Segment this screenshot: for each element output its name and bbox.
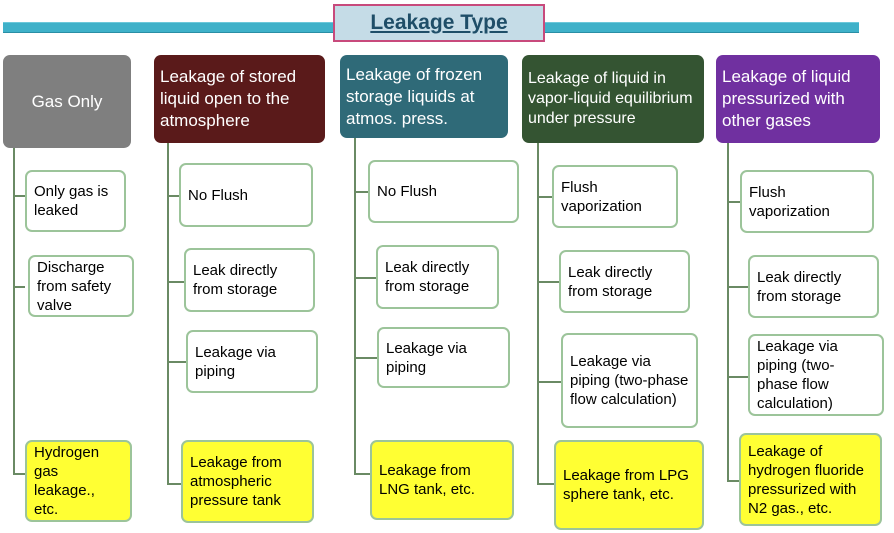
connector-line (727, 376, 748, 378)
item-box: Leakage from LPG sphere tank, etc. (554, 440, 704, 530)
diagram-title: Leakage Type (333, 4, 545, 42)
connector-line (537, 483, 554, 485)
connector-line (13, 195, 25, 197)
connector-line (167, 281, 184, 283)
item-box: Flush vaporization (552, 165, 678, 228)
connector-line (727, 201, 740, 203)
connector-line (13, 286, 25, 288)
connector-line (167, 361, 186, 363)
item-box: No Flush (179, 163, 313, 227)
item-box: Leakage via piping (377, 327, 510, 388)
item-box: Flush vaporization (740, 170, 874, 233)
connector-line (354, 473, 370, 475)
item-box: No Flush (368, 160, 519, 223)
connector-line (167, 195, 179, 197)
connector-line (354, 357, 377, 359)
connector-line (13, 473, 25, 475)
connector-line (354, 138, 356, 474)
item-box: Leak directly from storage (376, 245, 499, 309)
item-box: Discharge from safety valve (28, 255, 134, 317)
connector-line (167, 143, 169, 484)
connector-line (727, 286, 748, 288)
header-stored-liquid: Leakage of stored liquid open to the atm… (154, 55, 325, 143)
item-box: Hydrogen gas leakage., etc. (25, 440, 132, 522)
item-box: Leakage of hydrogen fluoride pressurized… (739, 433, 882, 526)
connector-line (354, 191, 368, 193)
connector-line (537, 196, 552, 198)
header-frozen-storage: Leakage of frozen storage liquids at atm… (340, 55, 508, 138)
item-box: Leakage via piping (two-phase flow calcu… (748, 334, 884, 416)
connector-line (537, 381, 561, 383)
connector-line (354, 277, 376, 279)
item-box: Leak directly from storage (559, 250, 690, 313)
connector-line (13, 148, 15, 474)
connector-line (727, 480, 739, 482)
connector-line (167, 483, 181, 485)
item-box: Leakage via piping (two-phase flow calcu… (561, 333, 698, 428)
connector-line (537, 143, 539, 484)
item-box: Leak directly from storage (748, 255, 879, 318)
item-box: Leakage from LNG tank, etc. (370, 440, 514, 520)
item-box: Leak directly from storage (184, 248, 315, 312)
connector-line (537, 281, 559, 283)
connector-line (727, 143, 729, 481)
item-box: Only gas is leaked (25, 170, 126, 232)
header-gas-only: Gas Only (3, 55, 131, 148)
item-box: Leakage via piping (186, 330, 318, 393)
header-pressurized-other: Leakage of liquid pressurized with other… (716, 55, 880, 143)
item-box: Leakage from atmospheric pressure tank (181, 440, 314, 523)
header-vapor-liquid: Leakage of liquid in vapor-liquid equili… (522, 55, 704, 143)
